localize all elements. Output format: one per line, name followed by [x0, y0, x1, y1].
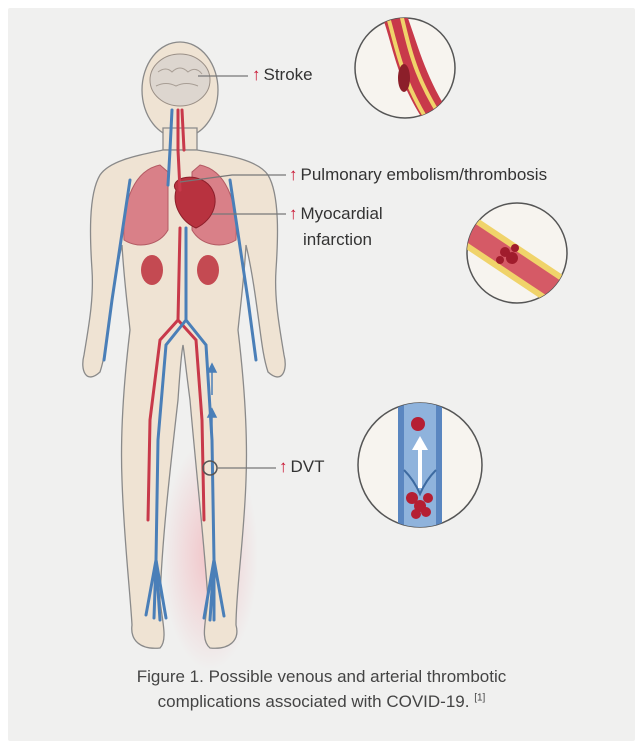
- myocardial-text-line2: infarction: [303, 230, 372, 249]
- up-arrow-icon: ↑: [289, 165, 298, 184]
- mi-inset: [446, 203, 580, 312]
- pulmonary-text: Pulmonary embolism/thrombosis: [301, 165, 548, 184]
- left-kidney: [141, 255, 163, 285]
- pulmonary-label: ↑Pulmonary embolism/thrombosis: [289, 163, 547, 187]
- right-kidney: [197, 255, 219, 285]
- caption-line-2: complications associated with COVID-19. …: [8, 689, 635, 714]
- caption-line-2-text: complications associated with COVID-19.: [158, 692, 470, 711]
- figure-caption: Figure 1. Possible venous and arterial t…: [8, 664, 635, 714]
- dvt-label: ↑DVT: [279, 455, 325, 479]
- up-arrow-icon: ↑: [289, 204, 298, 223]
- caption-line-1: Figure 1. Possible venous and arterial t…: [8, 664, 635, 689]
- up-arrow-icon: ↑: [279, 457, 288, 476]
- myocardial-label-line2: infarction: [303, 228, 372, 252]
- stroke-text: Stroke: [264, 65, 313, 84]
- myocardial-label: ↑Myocardial: [289, 202, 383, 226]
- brain: [150, 54, 210, 106]
- caption-reference: [1]: [474, 692, 485, 703]
- up-arrow-icon: ↑: [252, 65, 261, 84]
- dvt-text: DVT: [291, 457, 325, 476]
- dvt-inset: [358, 400, 482, 530]
- stroke-inset: [355, 10, 460, 130]
- stroke-label: ↑Stroke: [252, 63, 313, 87]
- myocardial-text-line1: Myocardial: [301, 204, 383, 223]
